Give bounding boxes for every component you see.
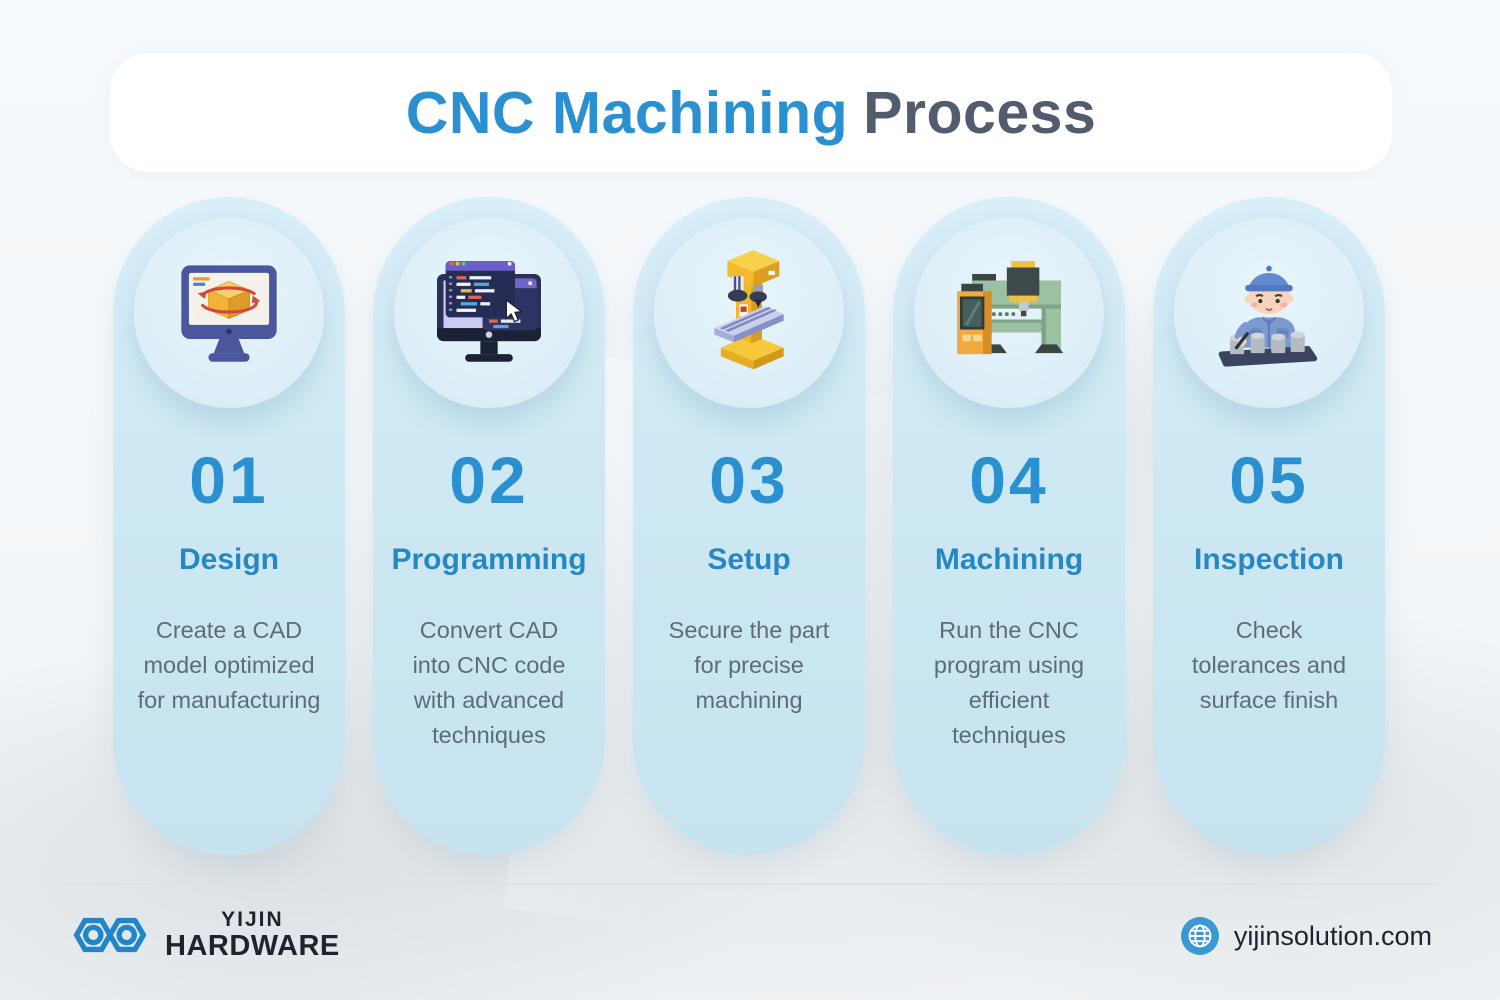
step-title: Inspection bbox=[1193, 543, 1344, 576]
step-description: Check tolerances and surface finish bbox=[1153, 613, 1385, 718]
description-line: Convert CAD bbox=[419, 617, 559, 643]
title-rest: Process bbox=[863, 79, 1097, 146]
step-description: Run the CNC program using efficient tech… bbox=[893, 613, 1125, 753]
steps-row: 01 Design Create a CAD model optimized f… bbox=[113, 197, 1387, 855]
description-line: machining bbox=[695, 687, 803, 713]
step-card-design: 01 Design Create a CAD model optimized f… bbox=[113, 197, 345, 855]
description-line: techniques bbox=[432, 722, 546, 748]
step-number: 01 bbox=[189, 443, 269, 517]
step-card-programming: 02 Programming Convert CAD into CNC code… bbox=[373, 197, 605, 855]
cnc-machine-icon bbox=[957, 261, 1064, 355]
step-icon-circle bbox=[134, 218, 324, 408]
website-url: yijinsolution.com bbox=[1233, 920, 1432, 951]
step-description: Convert CAD into CNC code with advanced … bbox=[373, 613, 605, 753]
step-title: Machining bbox=[934, 543, 1084, 576]
step-title: Setup bbox=[707, 543, 791, 576]
description-line: program using bbox=[933, 652, 1085, 678]
description-line: for precise bbox=[694, 652, 804, 678]
step-number: 04 bbox=[969, 443, 1049, 517]
title-highlight: CNC Machining bbox=[405, 79, 849, 146]
step-description: Secure the part for precise machining bbox=[633, 613, 865, 718]
description-line: for manufacturing bbox=[137, 687, 321, 713]
description-line: tolerances and bbox=[1191, 652, 1347, 678]
description-line: with advanced bbox=[413, 687, 565, 713]
website-link[interactable]: yijinsolution.com bbox=[1180, 916, 1432, 956]
brand-name-bottom: HARDWARE bbox=[165, 930, 340, 962]
inspection-worker-icon bbox=[1218, 265, 1318, 367]
description-line: efficient bbox=[968, 687, 1050, 713]
description-line: techniques bbox=[952, 722, 1066, 748]
description-line: Check bbox=[1235, 617, 1303, 643]
step-description: Create a CAD model optimized for manufac… bbox=[113, 613, 345, 718]
description-line: into CNC code bbox=[412, 652, 566, 678]
step-card-setup: 03 Setup Secure the part for precise mac… bbox=[633, 197, 865, 855]
footer-divider bbox=[64, 883, 1436, 885]
description-line: Create a CAD bbox=[155, 617, 303, 643]
drill-press-machine-icon bbox=[714, 250, 784, 370]
description-line: model optimized bbox=[143, 652, 315, 678]
step-card-machining: 04 Machining Run the CNC program using e… bbox=[893, 197, 1125, 855]
brand-lockup: YIJIN HARDWARE bbox=[72, 904, 340, 966]
globe-icon bbox=[1180, 917, 1219, 955]
yijin-infinity-logo-icon bbox=[72, 910, 148, 960]
step-number: 05 bbox=[1229, 443, 1309, 517]
step-number: 03 bbox=[709, 443, 789, 517]
cad-design-monitor-icon bbox=[181, 265, 277, 362]
brand-name-top: YIJIN bbox=[221, 908, 284, 931]
code-programming-monitor-icon bbox=[437, 261, 541, 362]
step-icon-circle bbox=[914, 218, 1104, 408]
step-icon-circle bbox=[394, 218, 584, 408]
description-line: Secure the part bbox=[668, 617, 830, 643]
step-card-inspection: 05 Inspection Check tolerances and surfa… bbox=[1153, 197, 1385, 855]
step-title: Programming bbox=[391, 543, 587, 576]
description-line: surface finish bbox=[1199, 687, 1339, 713]
step-icon-circle bbox=[654, 218, 844, 408]
step-number: 02 bbox=[449, 443, 529, 517]
step-icon-circle bbox=[1174, 218, 1364, 408]
step-title: Design bbox=[178, 543, 280, 576]
brand-name: YIJIN HARDWARE bbox=[165, 908, 340, 962]
description-line: Run the CNC bbox=[939, 617, 1079, 643]
